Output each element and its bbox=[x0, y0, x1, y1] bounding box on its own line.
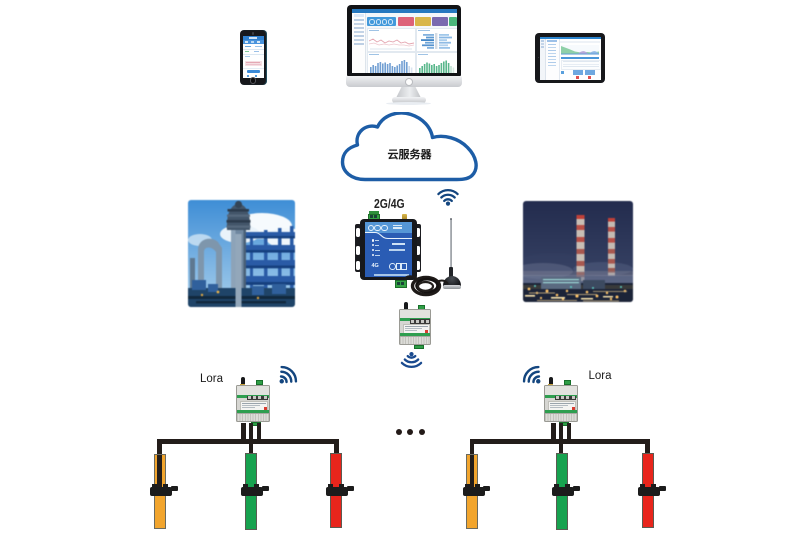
svg-text:云服务器: 云服务器 bbox=[388, 147, 433, 161]
